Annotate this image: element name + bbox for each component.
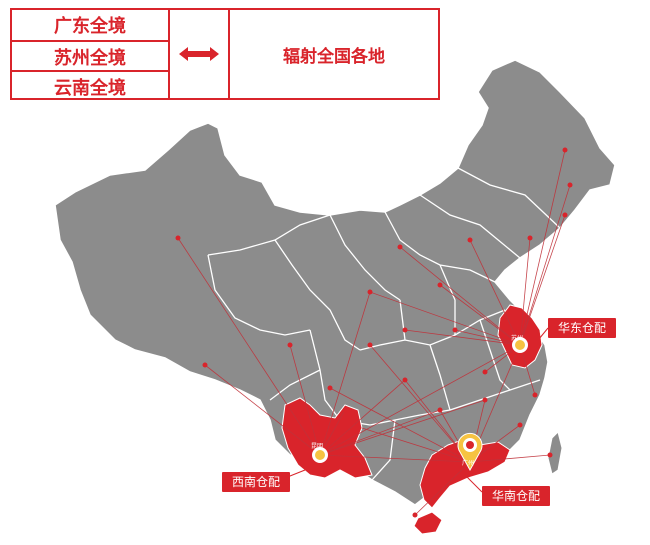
taiwan-island — [547, 431, 563, 475]
radiate-label: 辐射全国各地 — [283, 46, 385, 67]
divider — [228, 10, 230, 98]
region-guangdong: 广东全境 — [54, 16, 126, 37]
city-label-guangzhou: 广州 — [462, 460, 475, 467]
yunnan-region — [281, 397, 373, 479]
hainan-island — [413, 511, 443, 535]
divider — [168, 10, 170, 98]
location-pin-icon — [457, 432, 483, 472]
kunming-hub — [310, 445, 330, 465]
east-warehouse-label: 华东仓配 — [548, 318, 617, 338]
suzhou-hub — [510, 335, 530, 355]
city-label-kunming: 昆明 — [311, 443, 324, 450]
china-mainland — [54, 59, 616, 506]
header-table: 广东全境 苏州全境 云南全境 辐射全国各地 — [10, 8, 440, 100]
double-arrow-icon — [170, 10, 228, 98]
south-warehouse-label: 华南仓配 — [482, 486, 551, 506]
city-label-suzhou: 苏州 — [511, 335, 524, 342]
southwest-warehouse-label: 西南仓配 — [222, 472, 291, 492]
region-yunnan: 云南全境 — [12, 70, 168, 102]
region-suzhou: 苏州全境 — [12, 40, 168, 72]
